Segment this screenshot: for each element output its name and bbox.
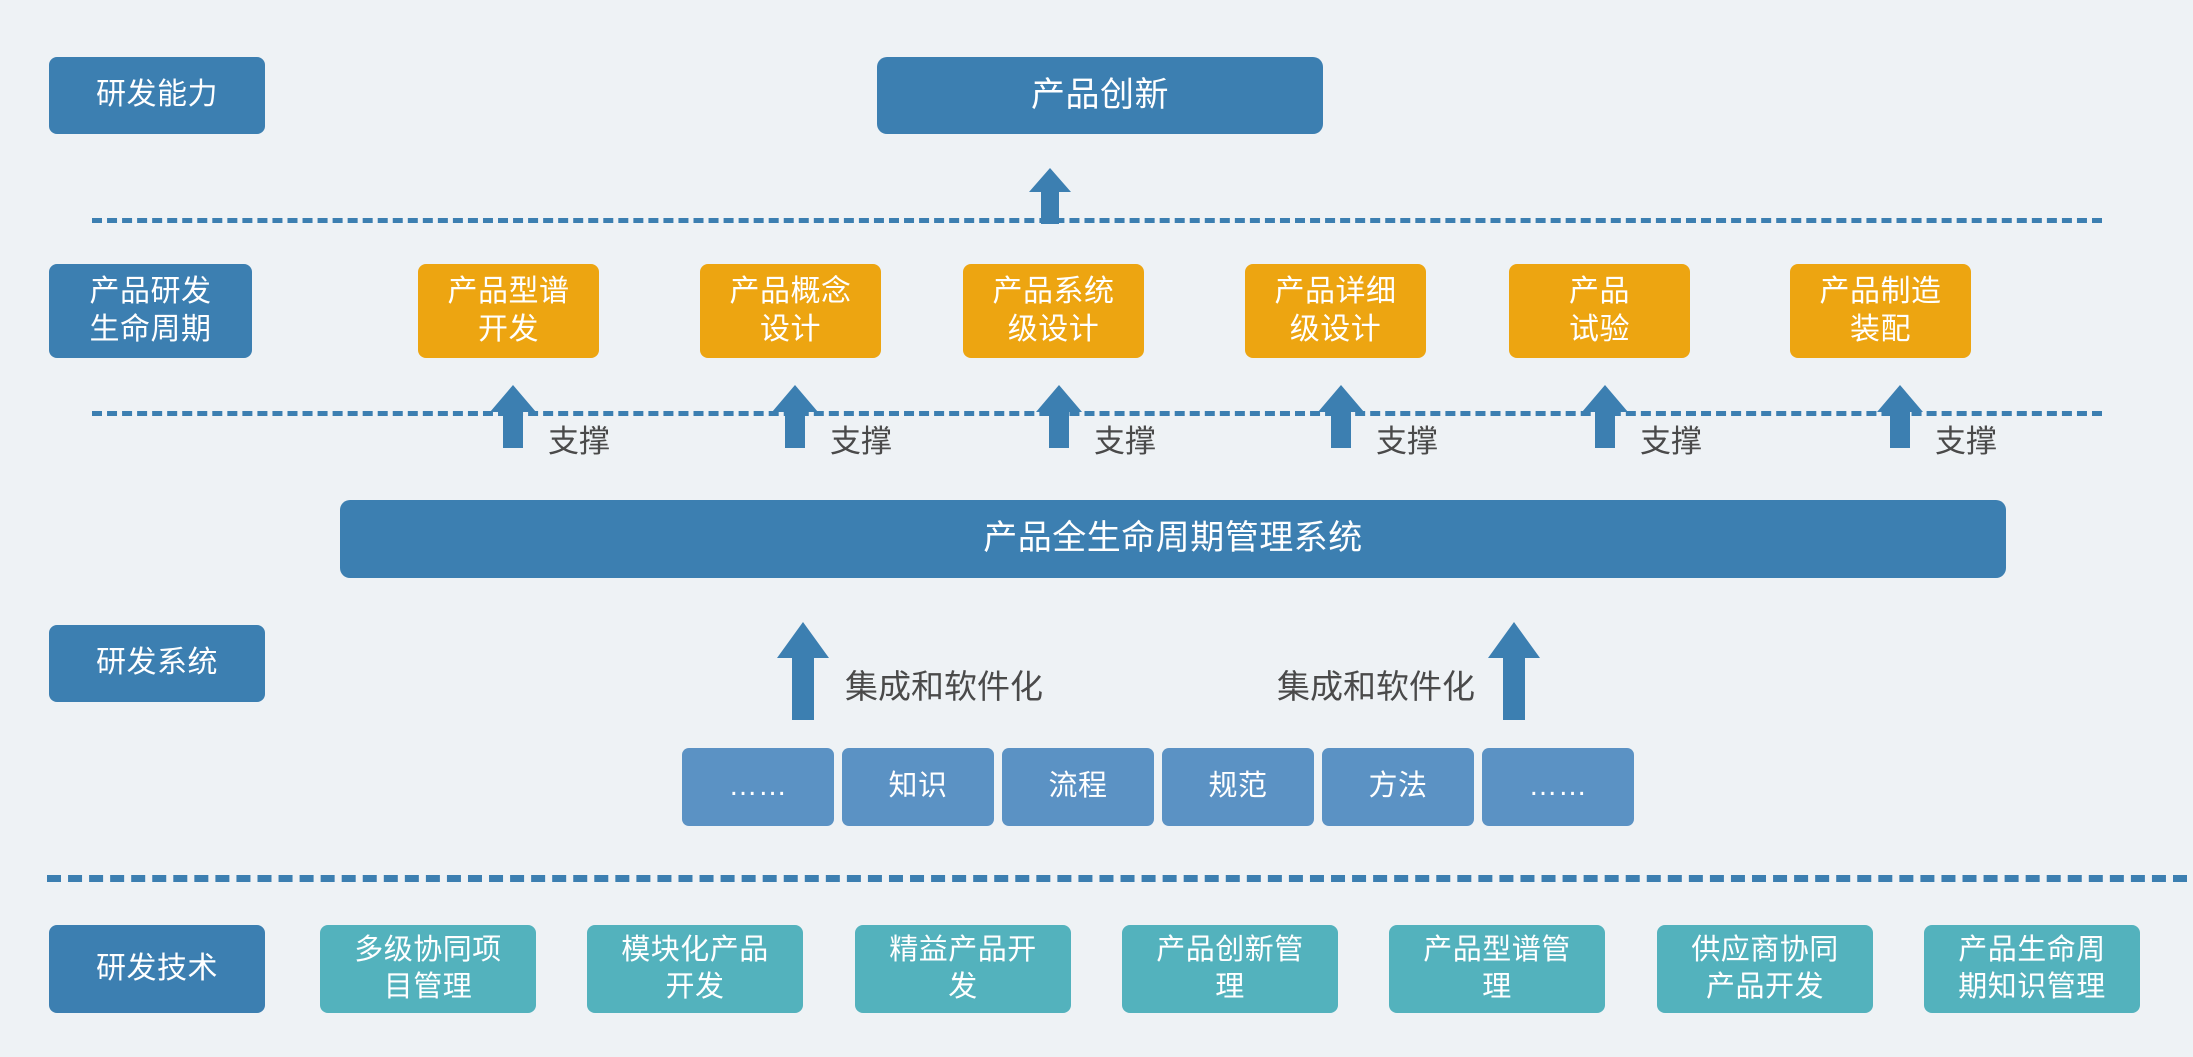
row-label-system: 研发系统 bbox=[49, 625, 265, 702]
integration-label-left: 集成和软件化 bbox=[845, 668, 1043, 705]
plm-system-bar: 产品全生命周期管理系统 bbox=[340, 500, 2006, 578]
integration-arrow-left bbox=[777, 622, 829, 720]
divider-system-technology bbox=[47, 875, 2187, 882]
technology-box-6: 供应商协同 产品开发 bbox=[1657, 925, 1873, 1013]
phase-box-2: 产品概念 设计 bbox=[700, 264, 881, 358]
support-arrow-4 bbox=[1318, 385, 1364, 448]
divider-capability-lifecycle bbox=[92, 218, 2102, 223]
technology-box-7: 产品生命周 期知识管理 bbox=[1924, 925, 2140, 1013]
asset-box-4: 规范 bbox=[1162, 748, 1314, 826]
phase-box-6: 产品制造 装配 bbox=[1790, 264, 1971, 358]
technology-box-3: 精益产品开 发 bbox=[855, 925, 1071, 1013]
support-arrow-3 bbox=[1036, 385, 1082, 448]
support-arrow-5 bbox=[1582, 385, 1628, 448]
phase-box-1: 产品型谱 开发 bbox=[418, 264, 599, 358]
asset-box-2: 知识 bbox=[842, 748, 994, 826]
phase-box-4: 产品详细 级设计 bbox=[1245, 264, 1426, 358]
support-arrow-6 bbox=[1877, 385, 1923, 448]
asset-box-6: …… bbox=[1482, 748, 1634, 826]
divider-lifecycle-system bbox=[92, 411, 2102, 416]
technology-box-2: 模块化产品 开发 bbox=[587, 925, 803, 1013]
support-arrow-1 bbox=[490, 385, 536, 448]
phase-box-3: 产品系统 级设计 bbox=[963, 264, 1144, 358]
row-label-capability: 研发能力 bbox=[49, 57, 265, 134]
support-label-2: 支撑 bbox=[830, 424, 892, 459]
integration-arrow-right bbox=[1488, 622, 1540, 720]
support-label-6: 支撑 bbox=[1935, 424, 1997, 459]
row-label-lifecycle: 产品研发 生命周期 bbox=[49, 264, 252, 358]
technology-box-1: 多级协同项 目管理 bbox=[320, 925, 536, 1013]
asset-box-1: …… bbox=[682, 748, 834, 826]
technology-box-4: 产品创新管 理 bbox=[1122, 925, 1338, 1013]
support-label-1: 支撑 bbox=[548, 424, 610, 459]
arrow-up-to-innovation bbox=[1029, 168, 1071, 224]
asset-box-3: 流程 bbox=[1002, 748, 1154, 826]
technology-box-5: 产品型谱管 理 bbox=[1389, 925, 1605, 1013]
support-label-5: 支撑 bbox=[1640, 424, 1702, 459]
asset-box-5: 方法 bbox=[1322, 748, 1474, 826]
product-innovation-box: 产品创新 bbox=[877, 57, 1323, 134]
row-label-technology: 研发技术 bbox=[49, 925, 265, 1013]
support-arrow-2 bbox=[772, 385, 818, 448]
support-label-3: 支撑 bbox=[1094, 424, 1156, 459]
support-label-4: 支撑 bbox=[1376, 424, 1438, 459]
integration-label-right: 集成和软件化 bbox=[1277, 668, 1475, 705]
phase-box-5: 产品 试验 bbox=[1509, 264, 1690, 358]
